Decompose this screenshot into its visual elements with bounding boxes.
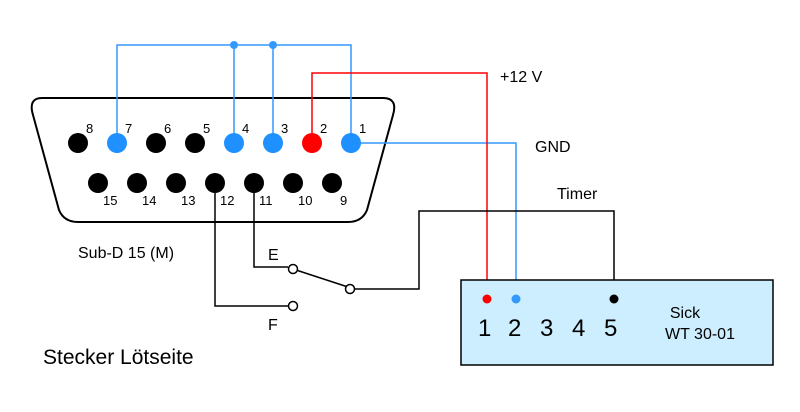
pin-label-11: 11: [259, 193, 273, 208]
junction-dot: [230, 41, 238, 49]
timer-label: Timer: [557, 186, 598, 203]
sensor-box: [460, 279, 774, 366]
pin-8: [68, 133, 88, 153]
pin-label-2: 2: [320, 121, 327, 136]
pin-10: [283, 173, 303, 193]
supply-label: +12 V: [500, 69, 543, 86]
pin-12: [205, 173, 225, 193]
switch-pivot: [344, 283, 356, 295]
supply-wire: [311, 72, 488, 299]
junction-dot: [269, 41, 277, 49]
pin-label-8: 8: [86, 121, 93, 136]
terminal-5: 5: [604, 315, 617, 342]
switch-contact-f: [287, 300, 299, 312]
pin-label-9: 9: [340, 193, 347, 208]
pin-9: [322, 173, 342, 193]
terminal-dot-1: [482, 294, 492, 304]
pin-numbers-bottom: 15 14 13 12 11 10 9: [103, 193, 347, 208]
sensor-model: WT 30-01: [665, 326, 735, 343]
switch-label-e: E: [268, 247, 279, 264]
pin-1: [341, 133, 361, 153]
terminal-2: 2: [508, 315, 521, 342]
pin-label-7: 7: [125, 121, 132, 136]
terminal-dot-2: [511, 294, 521, 304]
pin-label-12: 12: [220, 193, 234, 208]
pin-label-14: 14: [142, 193, 156, 208]
terminal-1: 1: [478, 315, 491, 342]
pin-label-1: 1: [359, 121, 366, 136]
pin-11: [244, 173, 264, 193]
connector-shell: [30, 97, 396, 223]
pin-14: [127, 173, 147, 193]
switch-wires: [214, 183, 615, 307]
pin-2: [302, 133, 322, 153]
pin-label-13: 13: [181, 193, 195, 208]
pin-label-10: 10: [298, 193, 312, 208]
pin-13: [166, 173, 186, 193]
pin-label-15: 15: [103, 193, 117, 208]
pin-7: [107, 133, 127, 153]
terminal-dot-5: [609, 294, 619, 304]
connector-label: Sub-D 15 (M): [78, 245, 174, 262]
ground-label: GND: [535, 139, 571, 156]
pin-row-bottom: [88, 173, 342, 193]
pin-label-3: 3: [281, 121, 288, 136]
pin-row-top: [68, 133, 361, 153]
pin-label-5: 5: [203, 121, 210, 136]
pin-6: [146, 133, 166, 153]
pin-3: [263, 133, 283, 153]
switch-label-f: F: [268, 317, 278, 334]
pin-5: [185, 133, 205, 153]
sensor-name: Sick: [670, 305, 701, 322]
switch-contact-e: [287, 263, 299, 275]
pin-15: [88, 173, 108, 193]
terminal-4: 4: [572, 315, 585, 342]
terminal-3: 3: [540, 315, 553, 342]
pin-4: [224, 133, 244, 153]
pin-label-6: 6: [164, 121, 171, 136]
pin-numbers-top: 8 7 6 5 4 3 2 1: [86, 121, 366, 136]
page-title: Stecker Lötseite: [43, 346, 194, 369]
pin-label-4: 4: [242, 121, 249, 136]
